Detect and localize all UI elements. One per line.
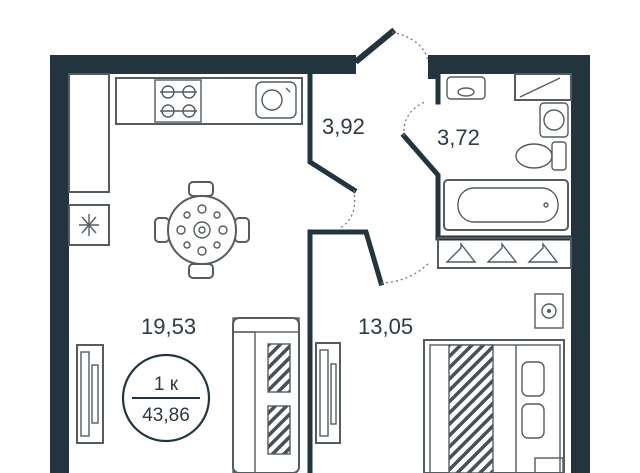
fridge-icon [68, 204, 110, 246]
dining-table [154, 181, 250, 279]
bath-cabinet [514, 73, 572, 101]
hallway-area-label: 3,92 [322, 114, 365, 139]
apartment-badge: 1 к 43,86 [121, 353, 211, 443]
total-area-label: 43,86 [142, 405, 190, 426]
living-area-label: 19,53 [141, 314, 196, 339]
bathroom-area-label: 3,72 [437, 125, 480, 150]
tall-cabinet [68, 73, 110, 193]
bathroom-sink-icon [539, 102, 569, 138]
kitchen-counter [115, 77, 303, 125]
washing-machine-icon [446, 76, 486, 100]
wardrobe [437, 237, 572, 269]
toilet-icon [515, 141, 567, 171]
kitchen-sink-icon [255, 81, 297, 119]
bedroom-area-label: 13,05 [358, 314, 413, 339]
room-count-label: 1 к [154, 374, 179, 395]
outer-walls [50, 27, 590, 473]
hanger-icon [527, 241, 559, 263]
hanger-icon [445, 241, 477, 263]
bedroom-radiator [315, 342, 341, 444]
bedroom-nightstand [534, 293, 564, 329]
hanger-icon [486, 241, 518, 263]
stove-icon [154, 79, 202, 123]
bathtub-icon [443, 179, 569, 231]
living-radiator [76, 344, 104, 444]
bedroom-nightstand [534, 457, 564, 473]
sofa [232, 317, 300, 473]
double-bed [423, 339, 565, 473]
